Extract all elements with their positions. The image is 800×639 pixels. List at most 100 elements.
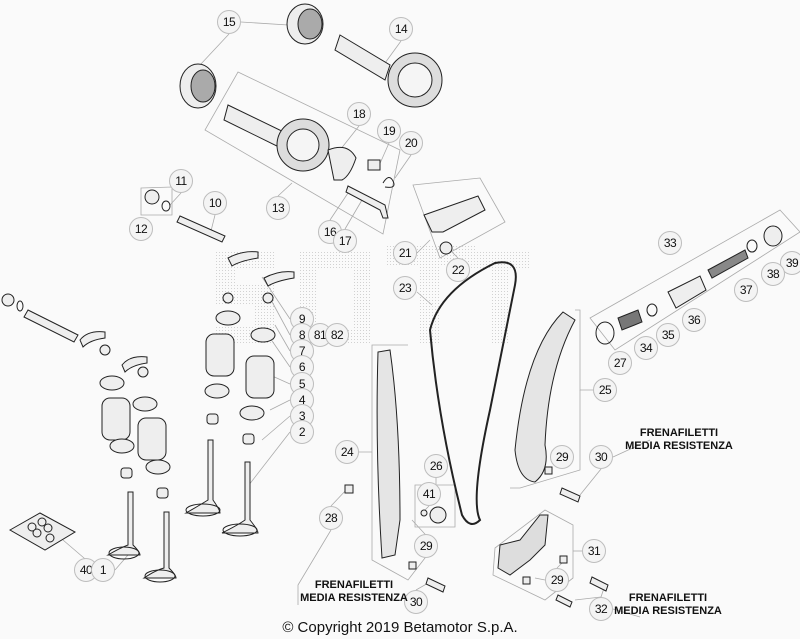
bolt-30b xyxy=(425,577,446,593)
spring-19 xyxy=(367,159,381,171)
part-callout-20[interactable]: 20 xyxy=(399,131,423,155)
note-line-2: MEDIA RESISTENZA xyxy=(625,440,733,452)
retainer-b xyxy=(99,375,125,391)
rocker-arm-c xyxy=(79,331,106,348)
shim-b xyxy=(262,292,274,304)
part-callout-82[interactable]: 82 xyxy=(325,323,349,347)
watermark xyxy=(215,245,530,345)
part-callout-21[interactable]: 21 xyxy=(393,241,417,265)
oring-27 xyxy=(595,321,615,345)
part-callout-34[interactable]: 34 xyxy=(634,336,658,360)
seal-3 xyxy=(242,433,255,445)
part-callout-38[interactable]: 38 xyxy=(761,262,785,286)
tensioner-spring-37 xyxy=(707,249,749,279)
tensioner-41 xyxy=(420,506,447,524)
part-callout-29c[interactable]: 29 xyxy=(545,568,569,592)
shim-a xyxy=(222,292,234,304)
part-callout-1[interactable]: 1 xyxy=(91,558,115,582)
part-callout-36[interactable]: 36 xyxy=(682,308,706,332)
plug-12 xyxy=(144,189,160,205)
chain-guide-31 xyxy=(497,514,549,576)
part-callout-37[interactable]: 37 xyxy=(734,278,758,302)
seat-a xyxy=(204,383,230,399)
bearing-15-upper xyxy=(286,3,324,45)
chain-guide-24 xyxy=(376,349,401,559)
seal-a xyxy=(206,413,219,425)
valve-spring-d xyxy=(137,417,167,461)
part-callout-11[interactable]: 11 xyxy=(169,169,193,193)
bushing-29a xyxy=(544,466,553,475)
shaft-16 xyxy=(345,185,389,219)
bolt-32b xyxy=(555,594,573,608)
tensioner-body-36 xyxy=(667,275,707,309)
part-callout-24[interactable]: 24 xyxy=(335,440,359,464)
bushing-29d xyxy=(522,576,531,585)
part-callout-19[interactable]: 19 xyxy=(377,119,401,143)
rocker-shaft-10 xyxy=(176,215,226,243)
bolt-28 xyxy=(344,484,354,494)
part-callout-39[interactable]: 39 xyxy=(780,251,800,275)
part-callout-14[interactable]: 14 xyxy=(389,17,413,41)
note-line-1: FRENAFILETTI xyxy=(628,592,708,604)
part-callout-13[interactable]: 13 xyxy=(266,196,290,220)
part-callout-22[interactable]: 22 xyxy=(446,258,470,282)
seal-c xyxy=(156,487,169,499)
part-callout-30b[interactable]: 30 xyxy=(404,590,428,614)
part-callout-35[interactable]: 35 xyxy=(656,323,680,347)
retainer-c xyxy=(132,396,158,412)
timing-chain-23 xyxy=(428,261,517,525)
note-line-1: FRENAFILETTI xyxy=(639,427,719,439)
valve-spring-c xyxy=(101,397,131,441)
seat-4 xyxy=(239,405,265,421)
part-callout-26[interactable]: 26 xyxy=(424,454,448,478)
part-callout-18[interactable]: 18 xyxy=(347,102,371,126)
valve-b xyxy=(142,511,177,583)
oring-38 xyxy=(746,239,758,253)
shim-kit-40 xyxy=(8,512,77,551)
valve-2 xyxy=(221,461,259,537)
part-callout-25[interactable]: 25 xyxy=(593,378,617,402)
plunger-34 xyxy=(617,309,643,331)
decompressor-weight-18 xyxy=(327,146,357,181)
seat-b xyxy=(109,438,135,454)
part-callout-29b[interactable]: 29 xyxy=(414,534,438,558)
note-line-1: FRENAFILETTI xyxy=(314,579,394,591)
seat-c xyxy=(145,459,171,475)
camshaft-14 xyxy=(334,34,443,108)
part-callout-23[interactable]: 23 xyxy=(393,276,417,300)
valve-1 xyxy=(106,491,141,560)
spring-20 xyxy=(382,177,395,188)
part-callout-12[interactable]: 12 xyxy=(129,217,153,241)
parts xyxy=(1,3,783,608)
part-callout-32[interactable]: 32 xyxy=(589,597,613,621)
part-callout-2[interactable]: 2 xyxy=(290,420,314,444)
valve-spring-a xyxy=(205,333,235,377)
rocker-arm-b xyxy=(263,271,295,287)
valve-a xyxy=(184,439,221,517)
shim-d xyxy=(137,366,149,378)
retainer-6 xyxy=(250,327,276,343)
bushing-29c xyxy=(559,555,568,564)
part-callout-28[interactable]: 28 xyxy=(319,506,343,530)
part-callout-41[interactable]: 41 xyxy=(417,482,441,506)
rocker-arm-a xyxy=(227,251,259,267)
bolt-32a xyxy=(589,576,609,592)
part-callout-27[interactable]: 27 xyxy=(608,351,632,375)
rocker-shaft-left xyxy=(1,293,79,343)
camshaft-13 xyxy=(223,104,330,172)
part-callout-33[interactable]: 33 xyxy=(658,231,682,255)
cap-39 xyxy=(763,225,783,247)
chain-guide-25 xyxy=(514,311,576,483)
part-callout-31[interactable]: 31 xyxy=(582,539,606,563)
part-callout-15a[interactable]: 15 xyxy=(217,10,241,34)
part-callout-17[interactable]: 17 xyxy=(333,229,357,253)
seal-b xyxy=(120,467,133,479)
part-callout-30a[interactable]: 30 xyxy=(589,445,613,469)
part-callout-29a[interactable]: 29 xyxy=(550,445,574,469)
note-line-2: MEDIA RESISTENZA xyxy=(614,605,722,617)
part-callout-10[interactable]: 10 xyxy=(203,191,227,215)
